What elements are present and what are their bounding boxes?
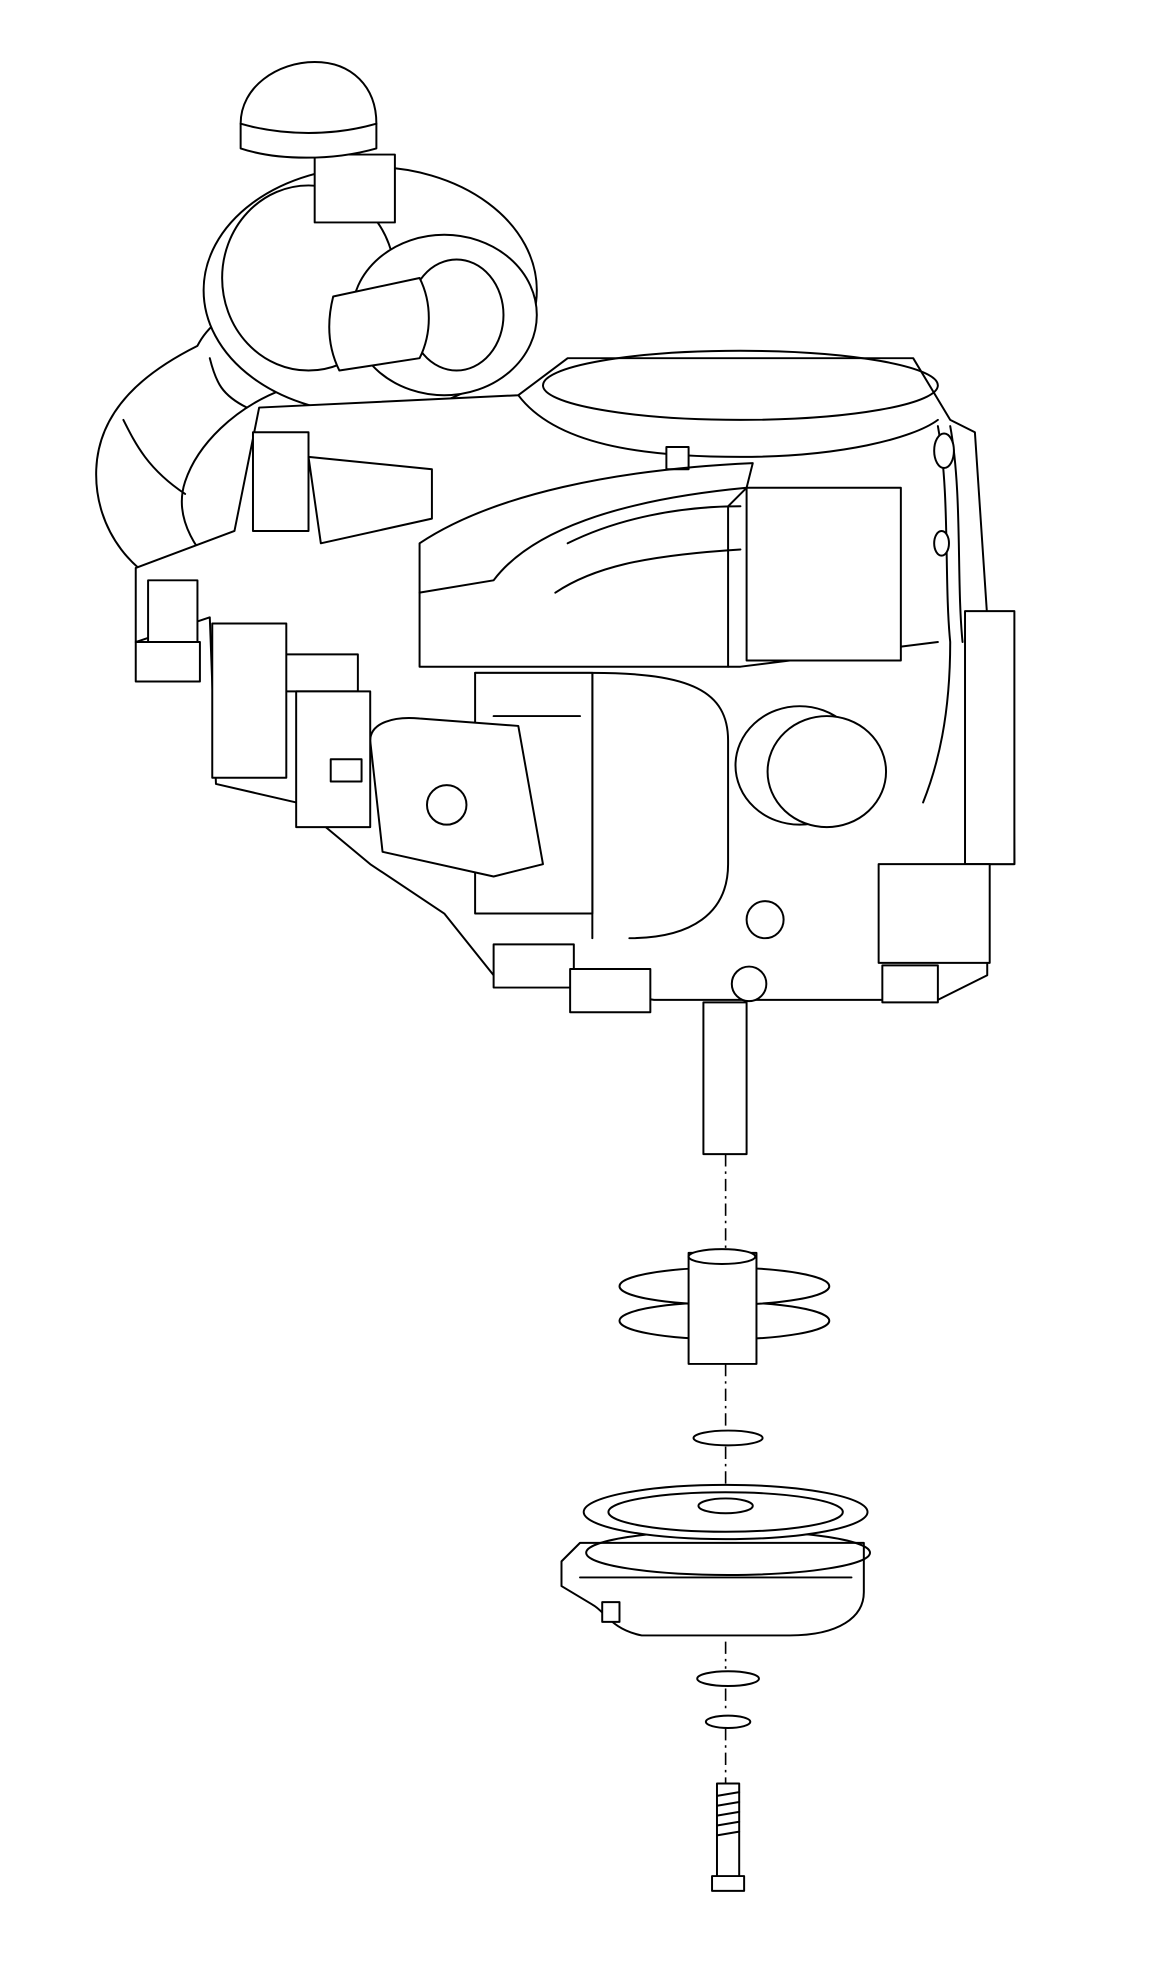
lock-washer bbox=[704, 1714, 752, 1729]
mounting-feet bbox=[492, 900, 939, 1014]
crankshaft bbox=[702, 1001, 748, 1156]
air-cleaner-housing bbox=[202, 165, 538, 415]
carburetor bbox=[134, 431, 544, 878]
pto-pulley bbox=[618, 1248, 831, 1365]
dipstick-tube bbox=[877, 425, 1016, 964]
washer bbox=[692, 1429, 764, 1447]
air-cleaner-cap bbox=[239, 61, 396, 224]
washer bbox=[696, 1670, 760, 1688]
bolt bbox=[711, 1782, 746, 1892]
electric-pto-clutch bbox=[560, 1483, 871, 1637]
oil-filter bbox=[734, 705, 888, 829]
